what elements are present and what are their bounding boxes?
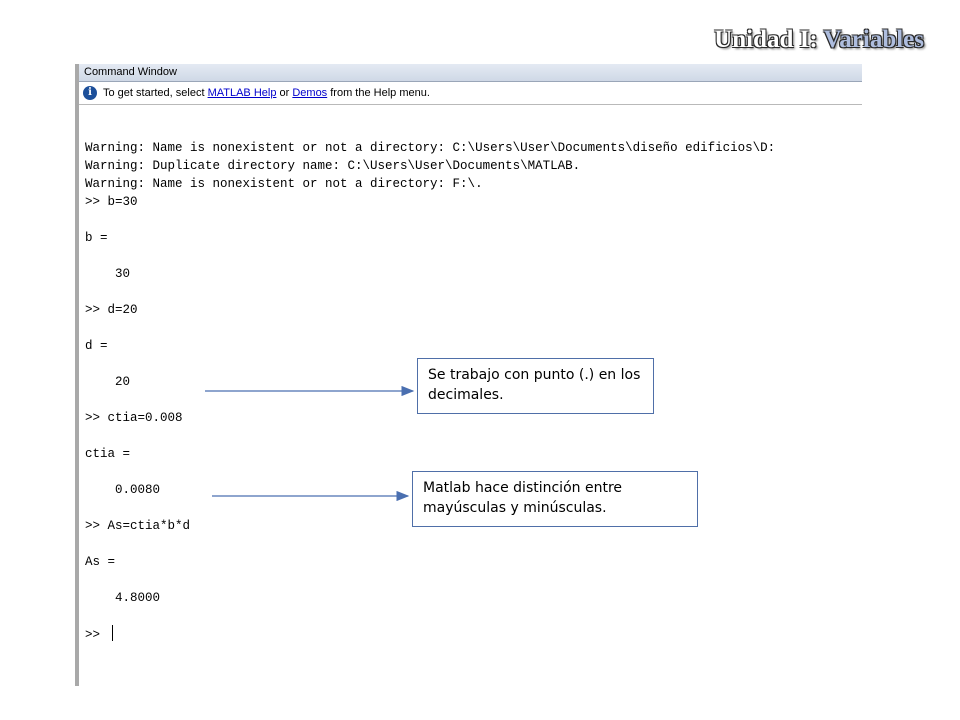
console-line: >> ctia=0.008 <box>85 411 183 425</box>
info-text-or: or <box>276 87 293 99</box>
slide-title-accent: Variables <box>823 26 924 53</box>
console-line: ctia = <box>85 447 131 461</box>
info-text-before: To get started, select <box>103 87 208 99</box>
console-line <box>85 427 862 445</box>
command-window-title: Command Window <box>84 66 177 78</box>
info-text-after: from the Help menu. <box>327 87 430 99</box>
console-line: Warning: Duplicate directory name: C:\Us… <box>85 159 581 173</box>
console-line: >> b=30 <box>85 195 138 209</box>
console-line <box>85 607 862 625</box>
console-line <box>85 247 862 265</box>
annotation-case-sensitivity-text: Matlab hace distinción entre mayúsculas … <box>423 480 623 516</box>
console-line <box>85 211 862 229</box>
console-prompt: >> <box>85 628 108 642</box>
slide-title-prefix: Unidad I: <box>714 26 824 53</box>
info-bar: i To get started, select MATLAB Help or … <box>79 82 862 105</box>
console-line <box>85 283 862 301</box>
console-line: As = <box>85 555 116 569</box>
console-output[interactable]: Warning: Name is nonexistent or not a di… <box>79 105 862 643</box>
command-window[interactable]: Command Window i To get started, select … <box>75 64 862 686</box>
console-line <box>85 319 862 337</box>
console-line: >> As=ctia*b*d <box>85 519 191 533</box>
console-line <box>85 571 862 589</box>
console-prompt-line[interactable]: >> <box>85 625 862 643</box>
demos-link[interactable]: Demos <box>292 87 328 99</box>
console-line: 0.0080 <box>85 483 161 497</box>
console-line: >> d=20 <box>85 303 138 317</box>
annotation-decimal-point-text: Se trabajo con punto (.) en los decimale… <box>428 367 641 403</box>
console-line: d = <box>85 339 108 353</box>
annotation-case-sensitivity: Matlab hace distinción entre mayúsculas … <box>412 471 698 527</box>
info-icon: i <box>83 86 97 100</box>
matlab-help-link[interactable]: MATLAB Help <box>207 87 277 99</box>
console-line: Warning: Name is nonexistent or not a di… <box>85 141 776 155</box>
text-cursor <box>111 625 113 641</box>
slide-title: Unidad I: Variables <box>714 26 924 54</box>
console-line: b = <box>85 231 108 245</box>
console-line: 30 <box>85 267 131 281</box>
annotation-decimal-point: Se trabajo con punto (.) en los decimale… <box>417 358 654 414</box>
console-line: 4.8000 <box>85 591 161 605</box>
console-line: 20 <box>85 375 131 389</box>
command-window-titlebar[interactable]: Command Window <box>79 64 862 82</box>
console-line <box>85 535 862 553</box>
console-line: Warning: Name is nonexistent or not a di… <box>85 177 483 191</box>
